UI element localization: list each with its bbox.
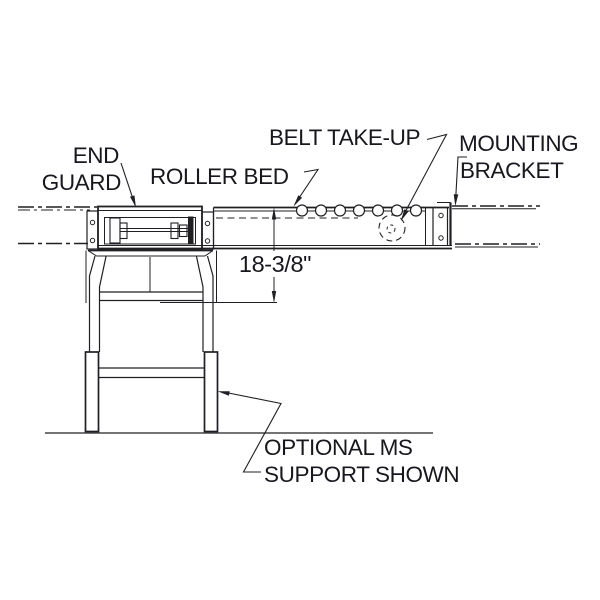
end-guard-label-line1: END bbox=[73, 143, 119, 168]
end-guard-assembly bbox=[86, 205, 215, 251]
right-phantom-lines bbox=[452, 205, 540, 248]
mounting-bracket-label-line1: MOUNTING bbox=[459, 131, 578, 156]
support-note-line1: OPTIONAL MS bbox=[264, 435, 413, 460]
right-leg-tube bbox=[203, 351, 219, 433]
mounting-bracket-label-line2: BRACKET bbox=[460, 158, 564, 183]
left-leg-tube bbox=[84, 351, 100, 433]
leader-end-guard bbox=[120, 162, 136, 208]
left-phantom-lines bbox=[18, 206, 97, 245]
roller-bed-channel bbox=[98, 206, 452, 250]
right-end-plate bbox=[201, 211, 215, 250]
support-note-line2: SUPPORT SHOWN bbox=[264, 462, 459, 487]
end-pulley bbox=[109, 216, 194, 244]
leader-mounting-bracket bbox=[453, 156, 467, 207]
roller-circles bbox=[295, 204, 423, 217]
belt-take-up-pulley bbox=[378, 214, 406, 242]
dimension-arrow-down bbox=[271, 291, 277, 303]
left-end-plate bbox=[86, 210, 99, 250]
leader-support-note bbox=[217, 391, 282, 473]
dimension-bed-height bbox=[160, 207, 277, 303]
bed-height-dimension-text: 18-3/8" bbox=[239, 251, 311, 277]
leader-roller-bed bbox=[293, 168, 320, 207]
take-up-bar bbox=[188, 216, 194, 244]
leader-belt-take-up bbox=[400, 133, 448, 221]
guard-opening bbox=[104, 217, 196, 245]
end-guard-label-line2: GUARD bbox=[42, 170, 121, 195]
mounting-bracket-plate bbox=[425, 202, 452, 246]
roller-bed-label: ROLLER BED bbox=[150, 164, 289, 189]
support-frame bbox=[84, 249, 219, 433]
dimension-arrow-up bbox=[271, 207, 277, 220]
belt-take-up-label: BELT TAKE-UP bbox=[269, 125, 420, 150]
